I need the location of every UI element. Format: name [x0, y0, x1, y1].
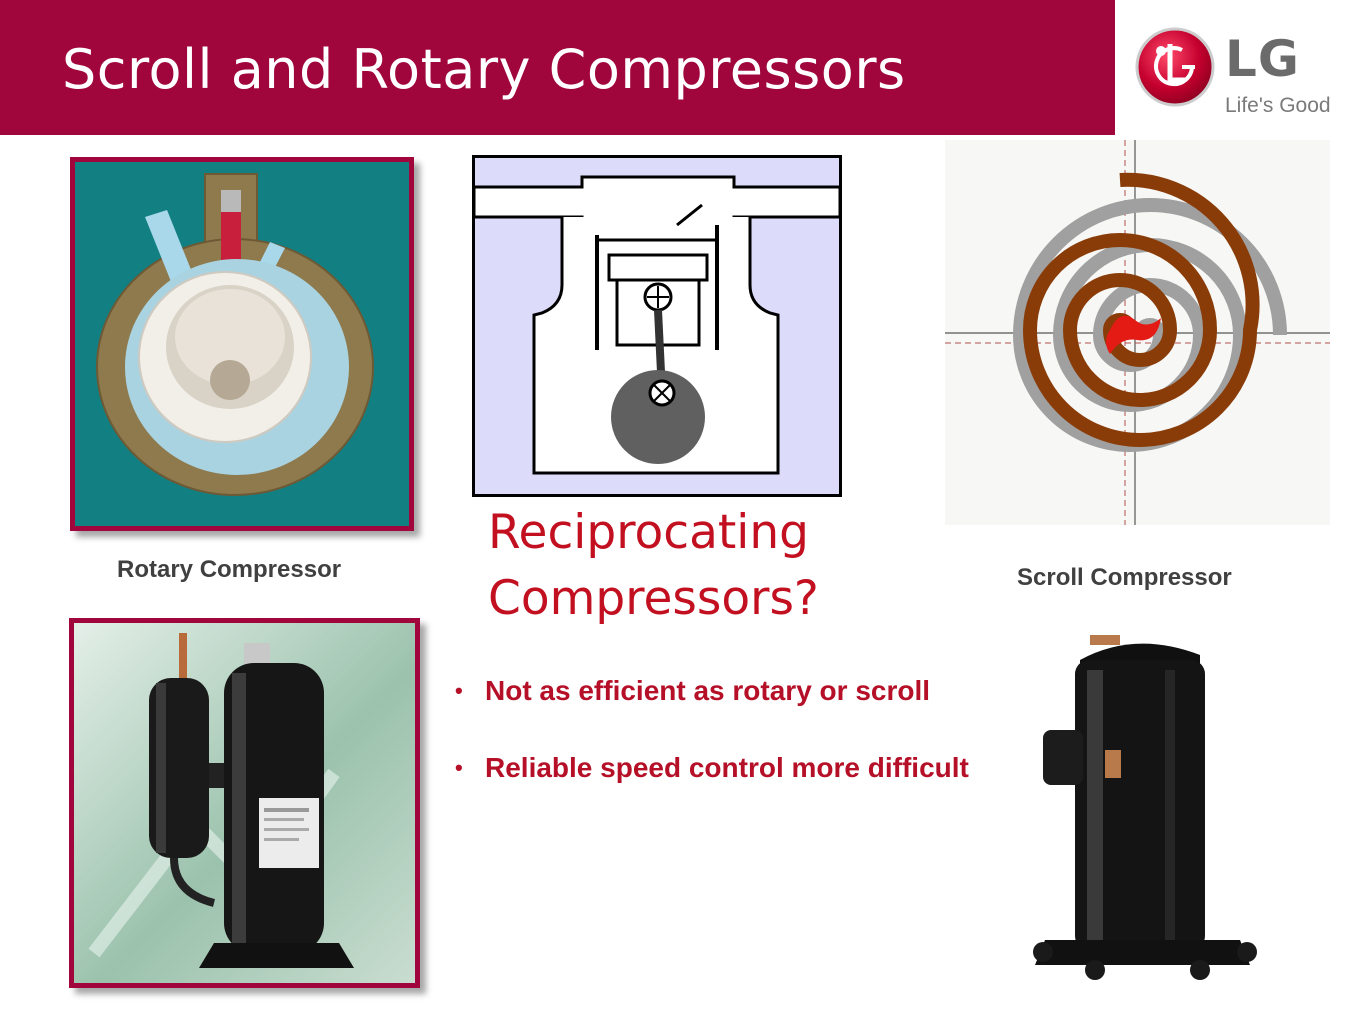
title-bar: Scroll and Rotary Compressors	[0, 0, 1115, 135]
bullet-text: Reliable speed control more difficult	[485, 752, 969, 783]
rotary-caption: Rotary Compressor	[117, 556, 342, 583]
slide-title: Scroll and Rotary Compressors	[62, 38, 906, 101]
lg-face-icon	[1135, 27, 1215, 107]
logo-tagline: Life's Good	[1225, 94, 1331, 117]
question-line-2: Compressors?	[488, 571, 819, 626]
question-line-1: Reciprocating	[488, 505, 809, 560]
reciprocating-diagram	[472, 155, 842, 497]
lg-logo: LG Life's Good	[1130, 20, 1355, 120]
bullet-text: Not as efficient as rotary or scroll	[485, 675, 931, 706]
logo-wordmark: LG	[1225, 30, 1300, 88]
reciprocating-question: Reciprocating Compressors?	[488, 500, 819, 632]
scroll-diagram	[945, 140, 1330, 525]
rotary-diagram	[96, 173, 374, 496]
rotary-diagram-panel	[70, 157, 414, 531]
scroll-compressor-photo	[1025, 630, 1265, 985]
scroll-caption: Scroll Compressor	[1017, 564, 1232, 591]
rotary-compressor-photo	[88, 633, 354, 968]
bullet-speed-control: •Reliable speed control more difficult	[455, 752, 969, 783]
bullet-list: •Not as efficient as rotary or scroll •R…	[455, 675, 1015, 829]
bullet-efficiency: •Not as efficient as rotary or scroll	[455, 675, 931, 706]
rotary-photo-panel	[69, 618, 420, 988]
